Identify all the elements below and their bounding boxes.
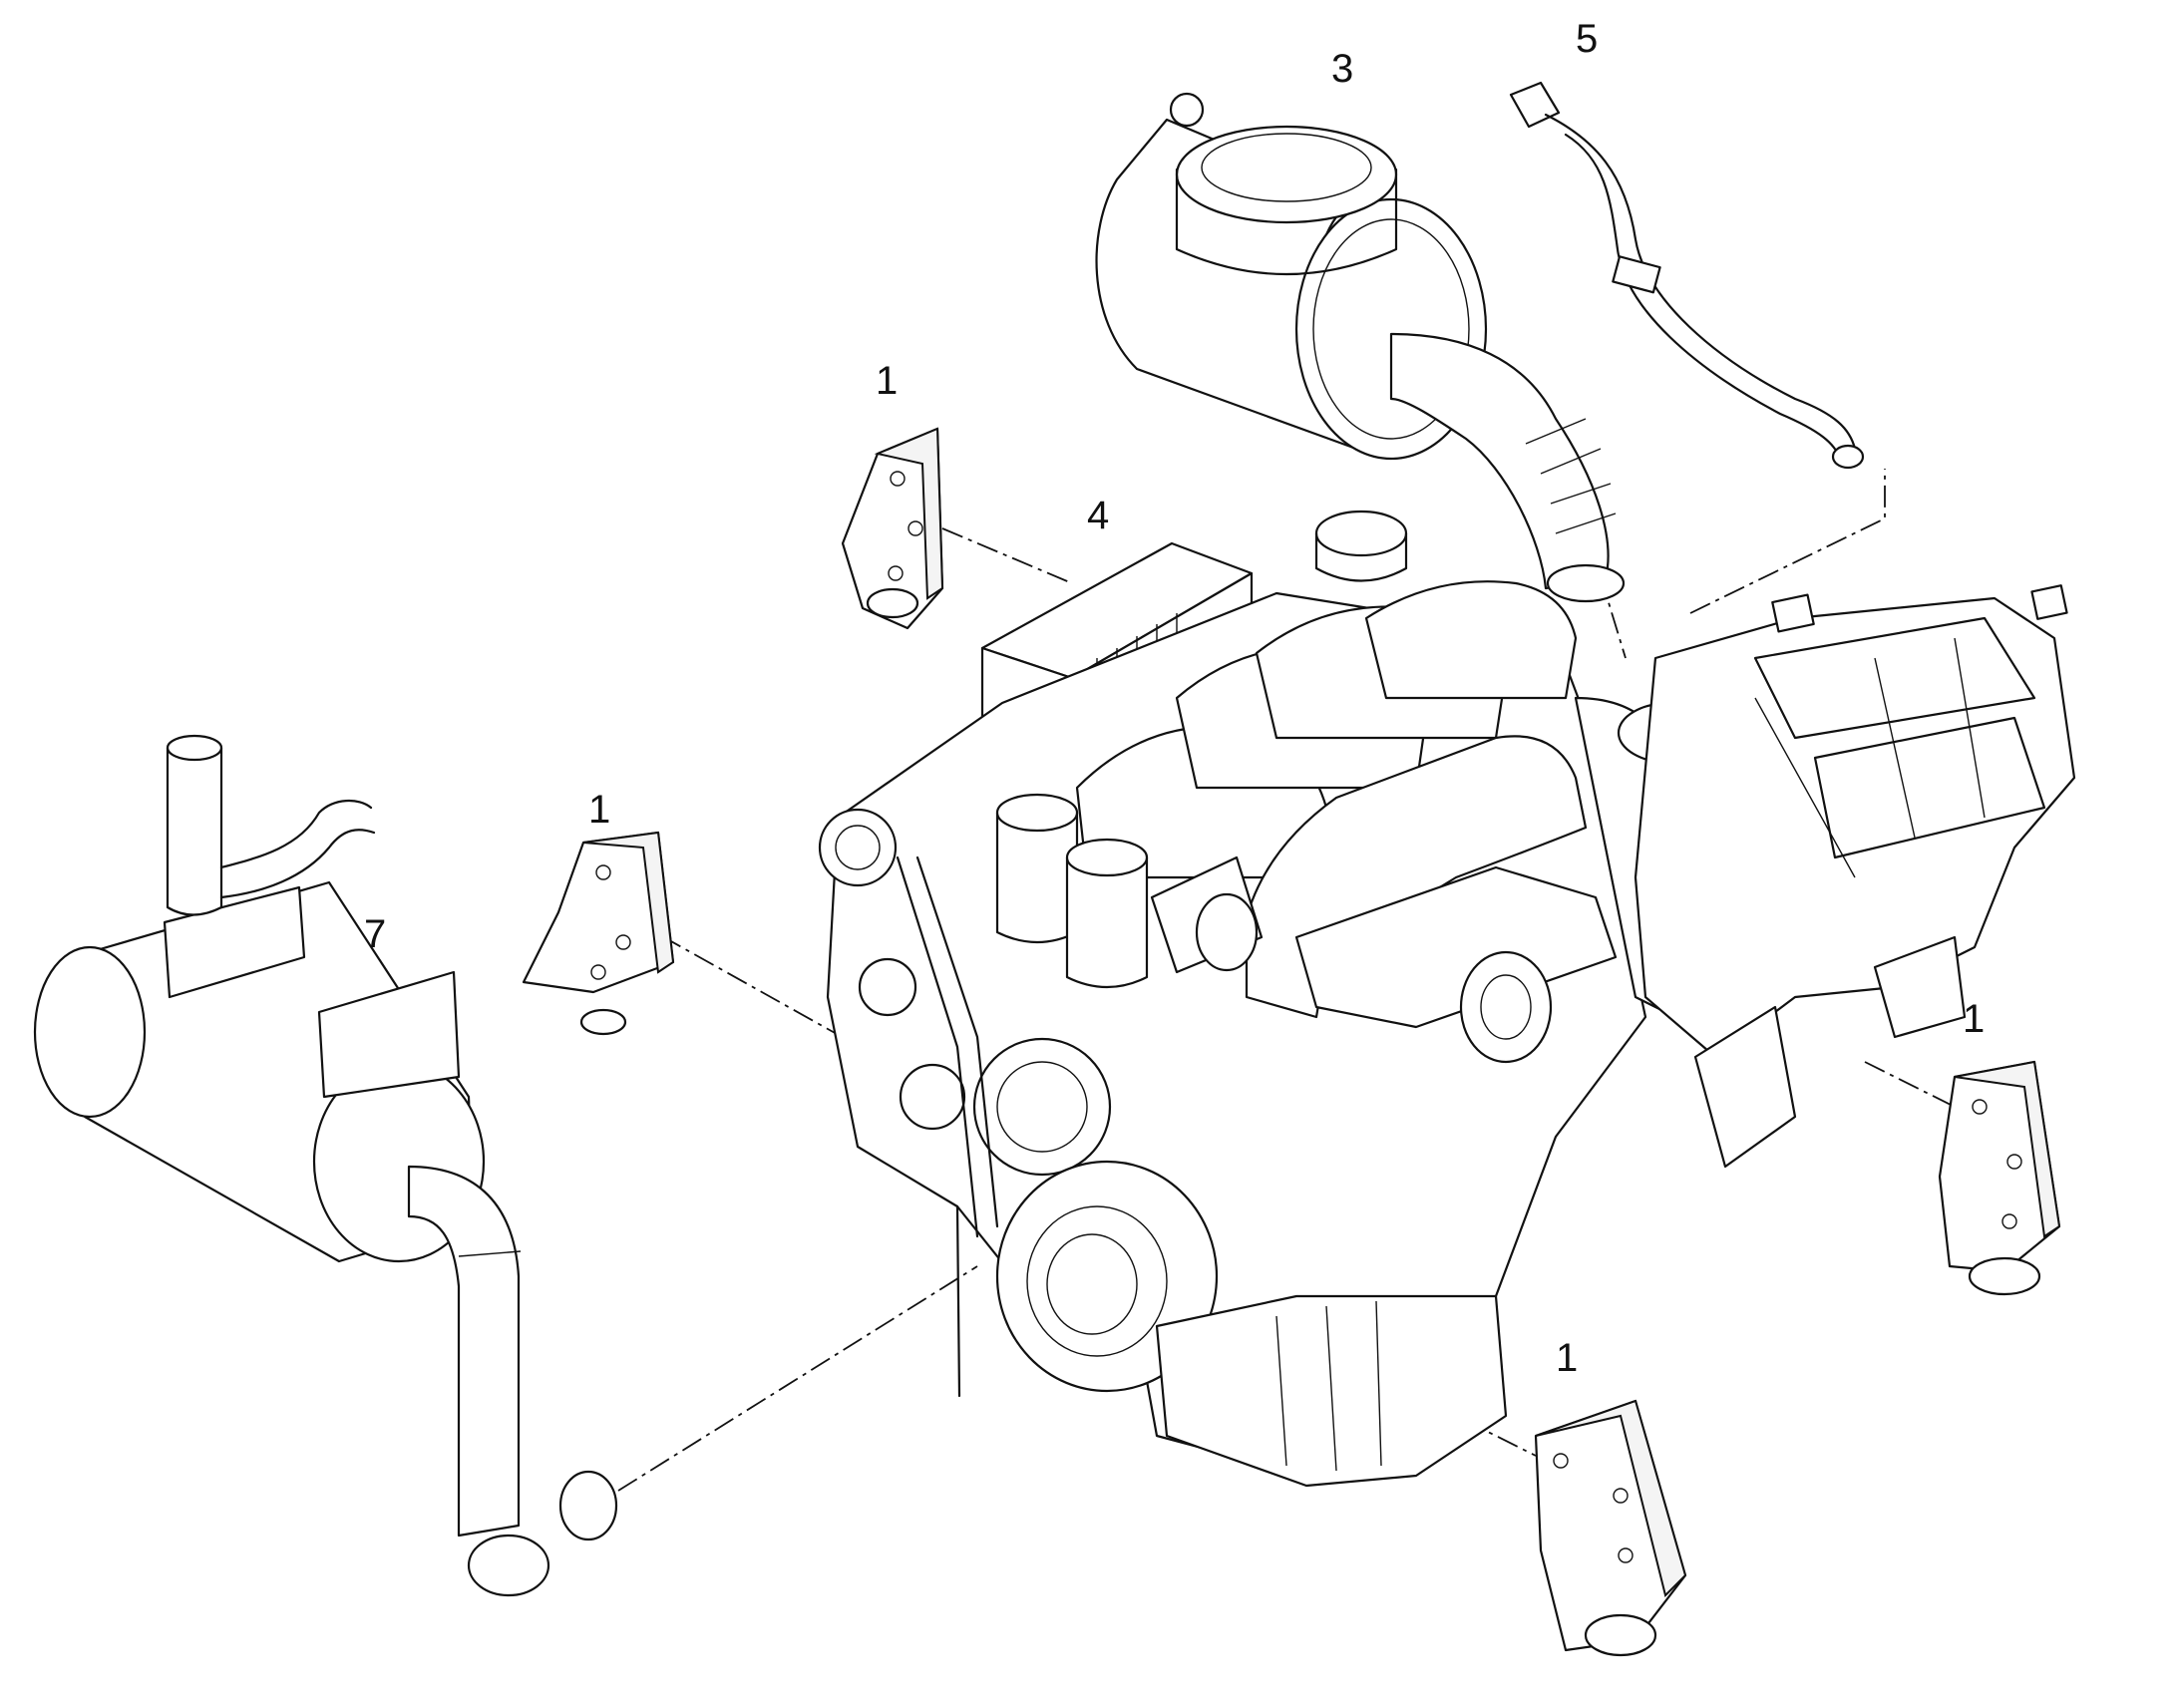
callout-mount-middle-left: 1 bbox=[588, 788, 610, 832]
callout-ecu: 4 bbox=[1087, 494, 1109, 537]
air-cleaner bbox=[1095, 92, 1626, 603]
callout-breather-hose: 5 bbox=[1576, 17, 1598, 61]
callout-mount-upper-left: 1 bbox=[876, 359, 898, 403]
hydraulic-pump-assembly bbox=[1634, 584, 2076, 1169]
callout-mount-right: 1 bbox=[1963, 997, 1985, 1041]
callouts: 1 1 1 1 3 4 5 7 bbox=[364, 17, 1985, 1380]
callout-mount-bottom: 1 bbox=[1556, 1336, 1578, 1380]
engine-mount-bottom bbox=[1534, 1399, 1687, 1657]
callout-muffler: 7 bbox=[364, 912, 386, 956]
muffler bbox=[33, 734, 618, 1597]
engine-mount-upper-left bbox=[841, 427, 944, 630]
breather-hose bbox=[1509, 81, 1865, 470]
engine-mount-middle-left bbox=[522, 831, 675, 1036]
callout-air-cleaner: 3 bbox=[1331, 47, 1353, 91]
engine-mount-right bbox=[1938, 1060, 2061, 1296]
engine-block bbox=[818, 510, 1724, 1488]
